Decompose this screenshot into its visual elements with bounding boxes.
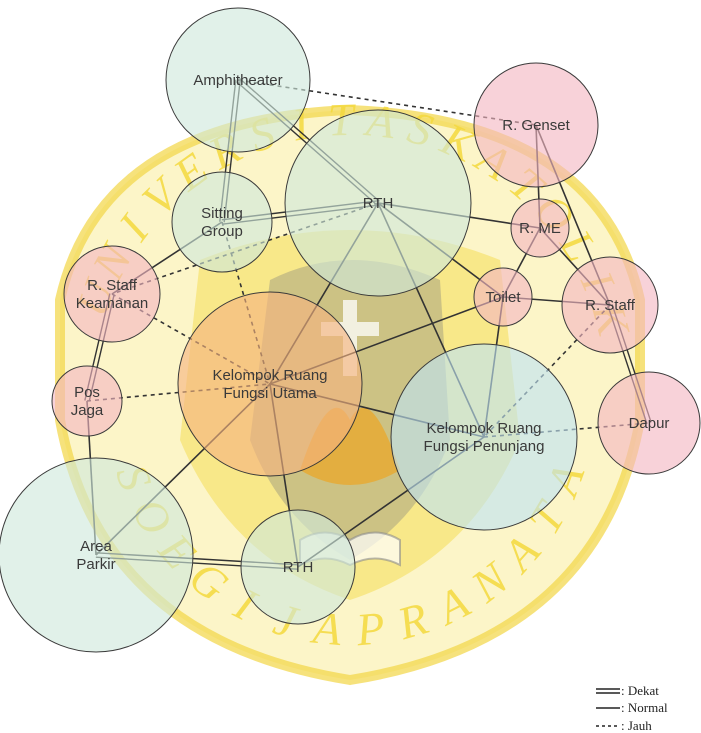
bubble-genset: R. Genset bbox=[473, 62, 599, 188]
line-legend: : Dekat : Normal : Jauh bbox=[596, 683, 668, 733]
bubble-circle-penunjang bbox=[390, 343, 578, 531]
bubble-label-sitting: Sitting bbox=[201, 205, 243, 222]
seal-letter: P bbox=[353, 602, 389, 656]
bubble-circle-rth_bottom bbox=[240, 509, 356, 625]
bubble-rstaff: R. Staff bbox=[561, 256, 659, 354]
bubble-circle-sitting bbox=[171, 171, 273, 273]
bubble-circle-rstaff bbox=[561, 256, 659, 354]
bubble-label-staff_keamanan: Keamanan bbox=[76, 295, 149, 312]
bubble-circle-rme bbox=[510, 198, 570, 258]
bubble-circle-pos_jaga bbox=[51, 365, 123, 437]
bubble-circle-parkir bbox=[0, 457, 194, 653]
legend-label-normal: : Normal bbox=[621, 700, 668, 715]
bubble-label-rth_bottom: RTH bbox=[283, 559, 314, 576]
bubble-dapur: Dapur bbox=[597, 371, 701, 475]
bubble-toilet: Toilet bbox=[473, 267, 533, 327]
bubble-label-amphitheater: Amphitheater bbox=[193, 72, 282, 89]
legend-item-normal: : Normal bbox=[596, 700, 668, 715]
bubble-label-penunjang: Kelompok Ruang bbox=[426, 420, 541, 437]
bubble-label-staff_keamanan: R. Staff bbox=[87, 277, 138, 294]
bubble-label-dapur: Dapur bbox=[629, 415, 670, 432]
legend-item-dekat: : Dekat bbox=[596, 683, 659, 698]
bubble-circle-utama bbox=[177, 291, 363, 477]
bubble-amphitheater: Amphitheater bbox=[165, 7, 311, 153]
bubble-label-utama: Fungsi Utama bbox=[223, 385, 317, 402]
bubble-circle-amphitheater bbox=[165, 7, 311, 153]
bubble-label-genset: R. Genset bbox=[502, 117, 570, 134]
bubble-label-utama: Kelompok Ruang bbox=[212, 367, 327, 384]
bubble-rth_bottom: RTH bbox=[240, 509, 356, 625]
bubble-label-parkir: Parkir bbox=[76, 556, 115, 573]
bubble-circle-toilet bbox=[473, 267, 533, 327]
legend-label-dekat: : Dekat bbox=[621, 683, 659, 698]
bubble-label-pos_jaga: Jaga bbox=[71, 402, 104, 419]
bubble-label-penunjang: Fungsi Penunjang bbox=[424, 438, 545, 455]
bubble-label-rth_top: RTH bbox=[363, 195, 394, 212]
bubble-rth_top: RTH bbox=[284, 109, 472, 297]
bubble-circle-genset bbox=[473, 62, 599, 188]
bubble-label-rme: R. ME bbox=[519, 220, 561, 237]
bubble-label-toilet: Toilet bbox=[485, 289, 521, 306]
bubble-label-rstaff: R. Staff bbox=[585, 297, 636, 314]
bubble-circle-dapur bbox=[597, 371, 701, 475]
bubble-label-parkir: Area bbox=[80, 538, 112, 555]
bubble-label-pos_jaga: Pos bbox=[74, 384, 100, 401]
bubble-rme: R. ME bbox=[510, 198, 570, 258]
legend-label-jauh: : Jauh bbox=[621, 718, 652, 733]
bubble-label-sitting: Group bbox=[201, 223, 243, 240]
legend-item-jauh: : Jauh bbox=[596, 718, 652, 733]
bubble-circle-rth_top bbox=[284, 109, 472, 297]
bubble-circle-staff_keamanan bbox=[63, 245, 161, 343]
